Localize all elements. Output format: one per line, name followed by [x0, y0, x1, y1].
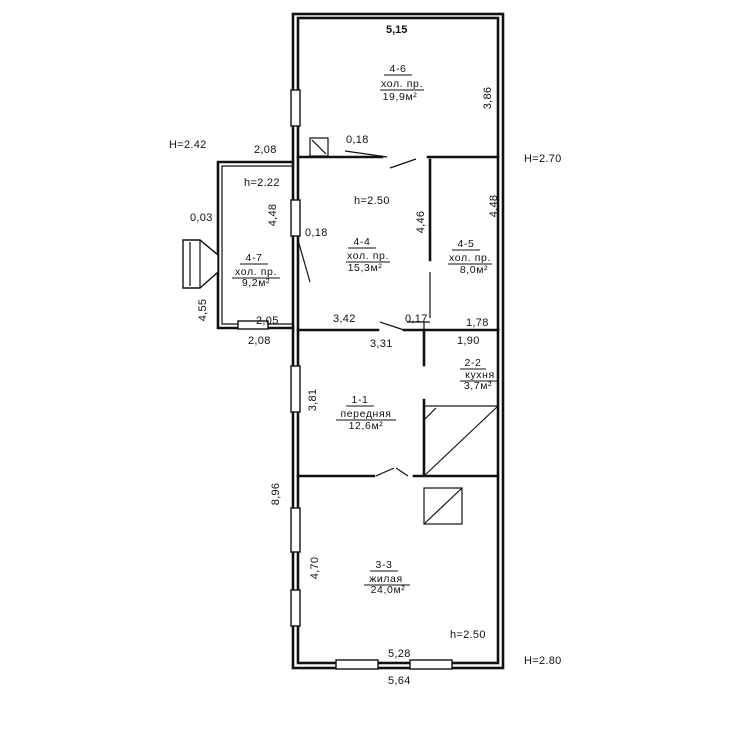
room-4-4-label: 4-4 хол. пр. 15,3м² — [346, 236, 390, 274]
room-id: 4-5 — [458, 238, 475, 250]
room-id: 3-3 — [376, 559, 393, 571]
dim-room-3-3-width: 5,28 — [388, 648, 411, 660]
dim-total-width: 5,64 — [388, 675, 411, 687]
room-1-1-label: 1-1 передняя 12,6м² — [336, 394, 396, 432]
room-area: 15,3м² — [348, 262, 383, 274]
room-type: передняя — [340, 408, 391, 420]
dim-porch-offset: 0,03 — [190, 212, 213, 224]
dim-wall-gap-left: 0,18 — [305, 227, 328, 239]
room-type: жилая — [369, 573, 403, 585]
stove — [423, 405, 499, 477]
dim-lower-height: 8,96 — [270, 483, 282, 506]
height-left-wing: H=2.42 — [169, 139, 207, 151]
room-area: 8,0м² — [460, 264, 488, 276]
heater — [423, 487, 463, 525]
room-type: хол. пр. — [235, 266, 277, 278]
dim-room-1-1-height: 3,81 — [307, 389, 319, 412]
dim-wing-top: 2,08 — [254, 144, 277, 156]
room-3-3-label: 3-3 жилая 24,0м² — [364, 559, 410, 596]
chimney-box — [309, 137, 329, 157]
porch-steps — [182, 239, 219, 289]
room-id: 4-4 — [354, 236, 371, 248]
height-room-4-4: h=2.50 — [354, 195, 390, 207]
room-type: хол. пр. — [381, 78, 423, 90]
dim-wing-bottom-inner: 2,05 — [256, 315, 279, 327]
room-area: 9,2м² — [242, 277, 270, 289]
room-4-7-label: 4-7 хол. пр. 9,2м² — [232, 252, 280, 289]
room-4-5-label: 4-5 хол. пр. 8,0м² — [448, 238, 492, 276]
room-id: 4-6 — [390, 63, 407, 75]
height-right-upper: H=2.70 — [524, 153, 562, 165]
room-type: хол. пр. — [347, 250, 389, 262]
dim-wing-bottom-outer: 2,08 — [248, 335, 271, 347]
dim-room-4-6-height: 3,86 — [482, 87, 494, 110]
room-id: 4-7 — [246, 252, 263, 264]
dim-chimney-gap: 0,18 — [346, 134, 369, 146]
dim-room-4-5-height: 4,48 — [488, 195, 500, 218]
room-area: 12,6м² — [349, 420, 384, 432]
height-room-3-3: h=2.50 — [450, 629, 486, 641]
room-id: 2-2 — [465, 357, 482, 369]
dim-room-4-4-height: 4,46 — [415, 211, 427, 234]
dim-room-4-4-width: 3,42 — [333, 313, 356, 325]
room-area: 19,9м² — [383, 91, 418, 103]
room-4-6-label: 4-6 хол. пр. 19,9м² — [380, 63, 424, 103]
room-type: хол. пр. — [449, 252, 491, 264]
interior-walls — [296, 150, 500, 478]
windows — [237, 89, 453, 670]
dim-wing-height: 4,48 — [267, 204, 279, 227]
dim-top-width: 5,15 — [386, 24, 407, 36]
height-room-4-7: h=2.22 — [244, 177, 280, 189]
room-2-2-label: 2-2 кухня 3,7м² — [460, 357, 498, 392]
height-right-lower: H=2.80 — [524, 655, 562, 667]
room-area: 3,7м² — [464, 380, 492, 392]
room-area: 24,0м² — [371, 584, 406, 596]
dim-room-4-5-width: 1,78 — [466, 317, 489, 329]
room-id: 1-1 — [352, 394, 369, 406]
dim-porch-height: 4,55 — [197, 299, 209, 322]
dim-room-3-3-height: 4,70 — [309, 557, 321, 580]
room-type: кухня — [465, 369, 495, 381]
dim-partition-gap: 0,17 — [405, 313, 428, 325]
dim-kitchen-width: 1,90 — [457, 335, 480, 347]
dim-room-1-1-width: 3,31 — [370, 338, 393, 350]
